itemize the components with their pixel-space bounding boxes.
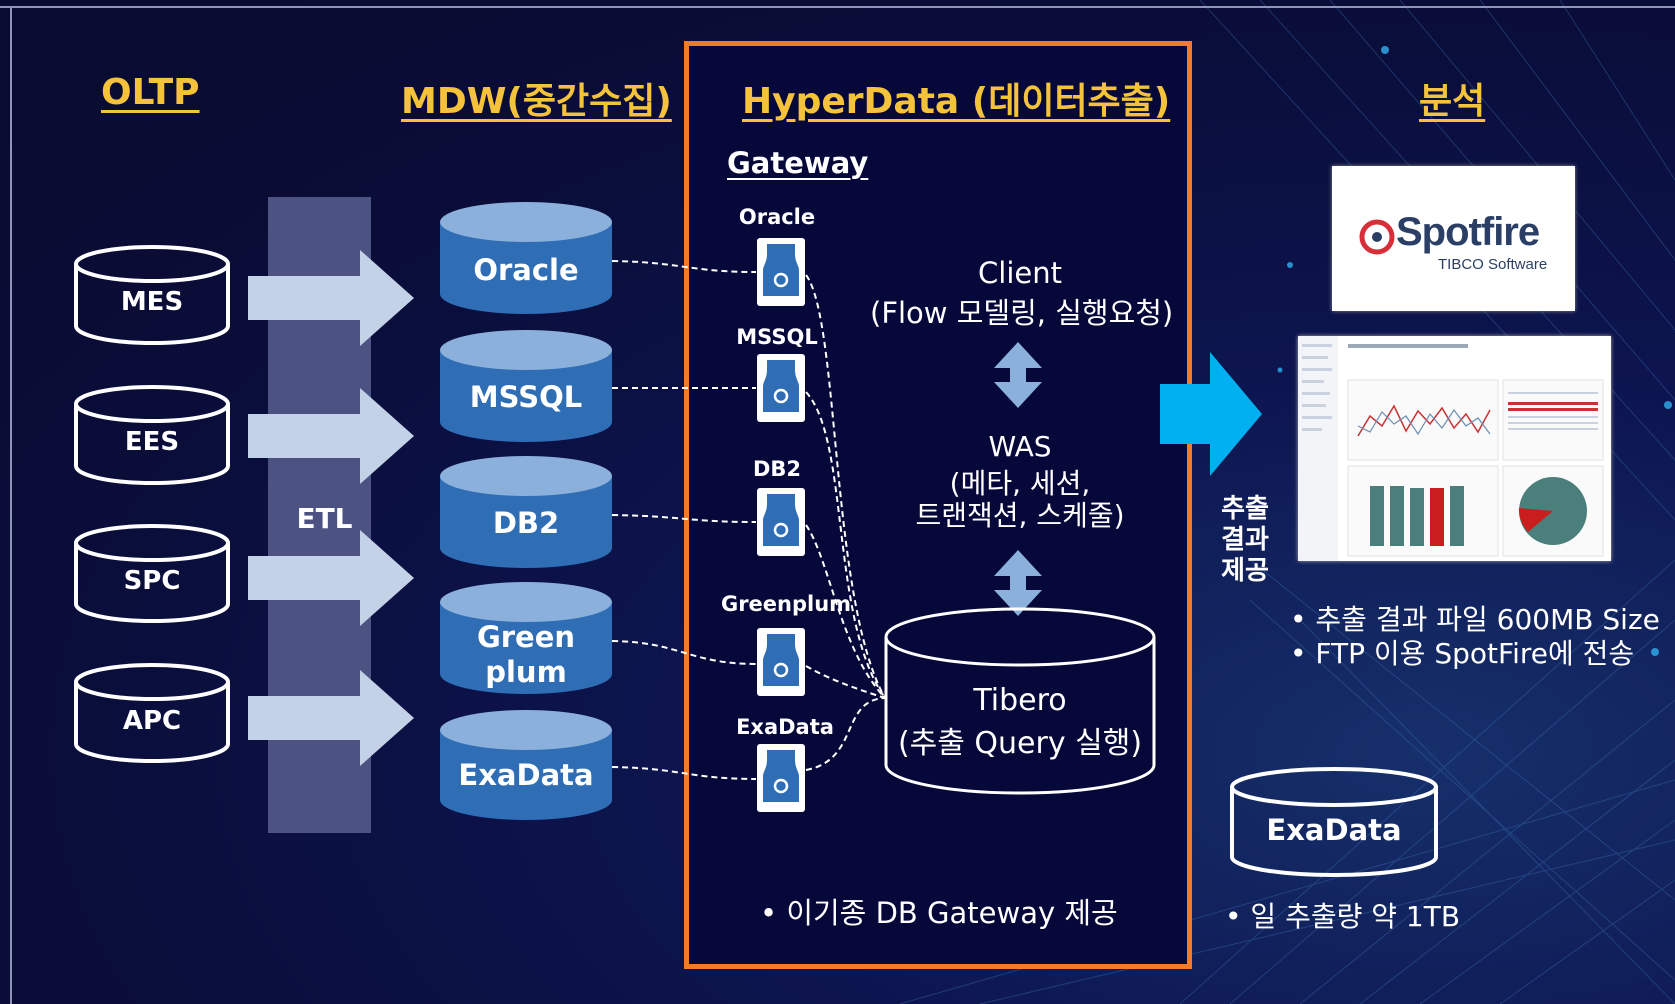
gateway-exadata-label: ExaData (736, 715, 834, 739)
spotfire-logo: Spotfire TIBCO Software (1332, 166, 1575, 311)
etl-label: ETL (296, 502, 353, 535)
frame-top-line (0, 6, 1675, 8)
gateway-mssql-label: MSSQL (736, 325, 818, 349)
frame-left-line (10, 6, 12, 1004)
gateway-device-icon (757, 628, 805, 696)
database-cylinder-icon (74, 385, 230, 485)
database-cylinder-icon (440, 582, 612, 694)
gateway-greenplum-label: Greenplum (720, 592, 852, 616)
oltp-ees-label: EES (124, 427, 180, 457)
oltp-apc-label: APC (122, 706, 182, 736)
etl-arrow-3 (248, 530, 414, 626)
extract-arrow (1160, 352, 1262, 476)
mdw-db2-label: DB2 (492, 506, 560, 540)
header-analysis: 분석 (1419, 81, 1486, 122)
extract-result-1: 추출 (1221, 494, 1269, 524)
tibero-cylinder (884, 607, 1156, 795)
etl-arrow-4 (248, 670, 414, 766)
dashboard-preview-image (1298, 336, 1604, 561)
right-arrow-icon (1160, 352, 1262, 476)
tibero-label: Tibero (973, 683, 1067, 718)
gateway-devices (757, 238, 805, 812)
gateway-device-icon (757, 488, 805, 556)
etl-arrow-1 (248, 250, 414, 346)
oltp-spc-label: SPC (123, 566, 181, 596)
mdw-cylinders (440, 202, 612, 820)
database-cylinder-icon (1230, 767, 1438, 877)
double-arrow-icon (994, 342, 1042, 408)
mdw-greenplum-label-2: plum (485, 655, 567, 689)
mdw-greenplum-label-1: Green (476, 620, 576, 654)
dashboard-thumbnail (1298, 336, 1611, 561)
oltp-cylinders (74, 245, 230, 763)
hyperdata-box (684, 41, 1192, 969)
spotfire-company: TIBCO Software (1438, 256, 1548, 273)
client-label: Client (978, 256, 1062, 290)
mdw-oracle-label: Oracle (473, 253, 579, 287)
analysis-note-2: • FTP 이용 SpotFire에 전송 (1290, 637, 1635, 670)
exadata-note: • 일 추출량 약 1TB (1225, 900, 1461, 933)
etl-arrows (248, 250, 414, 766)
header-mdw: MDW(중간수집) (401, 81, 672, 122)
database-cylinder-icon (884, 607, 1156, 795)
database-cylinder-icon (74, 245, 230, 345)
database-cylinder-icon (74, 663, 230, 763)
double-arrows (994, 342, 1042, 616)
spotfire-target-icon (1359, 219, 1395, 255)
gateway-title: Gateway (727, 146, 869, 180)
database-cylinder-icon (440, 710, 612, 820)
exadata-right-label: ExaData (1266, 813, 1402, 847)
spotfire-brand: Spotfire (1396, 210, 1540, 254)
oltp-mes-label: MES (120, 287, 184, 317)
gateway-device-icon (757, 238, 805, 306)
was-label: WAS (988, 430, 1052, 463)
was-desc-2: 트랜잭션, 스케줄) (915, 499, 1125, 532)
database-cylinder-icon (440, 330, 612, 442)
hyperdata-note: • 이기종 DB Gateway 제공 (760, 896, 1118, 930)
double-arrow-icon (994, 550, 1042, 616)
exadata-cylinder (1230, 767, 1438, 877)
gateway-db2-label: DB2 (752, 457, 802, 481)
mdw-mssql-label: MSSQL (469, 380, 583, 414)
etl-arrow-2 (248, 388, 414, 484)
extract-result-3: 제공 (1221, 556, 1269, 586)
database-cylinder-icon (440, 202, 612, 314)
header-hyperdata: HyperData (데이터추출) (742, 81, 1171, 122)
database-cylinder-icon (440, 456, 612, 568)
extract-result-2: 결과 (1221, 525, 1269, 555)
tibero-desc: (추출 Query 실행) (897, 726, 1143, 761)
gateway-device-icon (757, 744, 805, 812)
database-cylinder-icon (74, 524, 230, 623)
analysis-note-1: • 추출 결과 파일 600MB Size (1290, 603, 1660, 636)
header-oltp: OLTP (101, 72, 200, 113)
gateway-oracle-label: Oracle (738, 205, 816, 229)
mdw-exadata-label: ExaData (458, 758, 594, 792)
gateway-device-icon (757, 354, 805, 422)
client-desc: (Flow 모델링, 실행요청) (870, 296, 1174, 330)
was-desc-1: (메타, 세션, (949, 467, 1091, 500)
